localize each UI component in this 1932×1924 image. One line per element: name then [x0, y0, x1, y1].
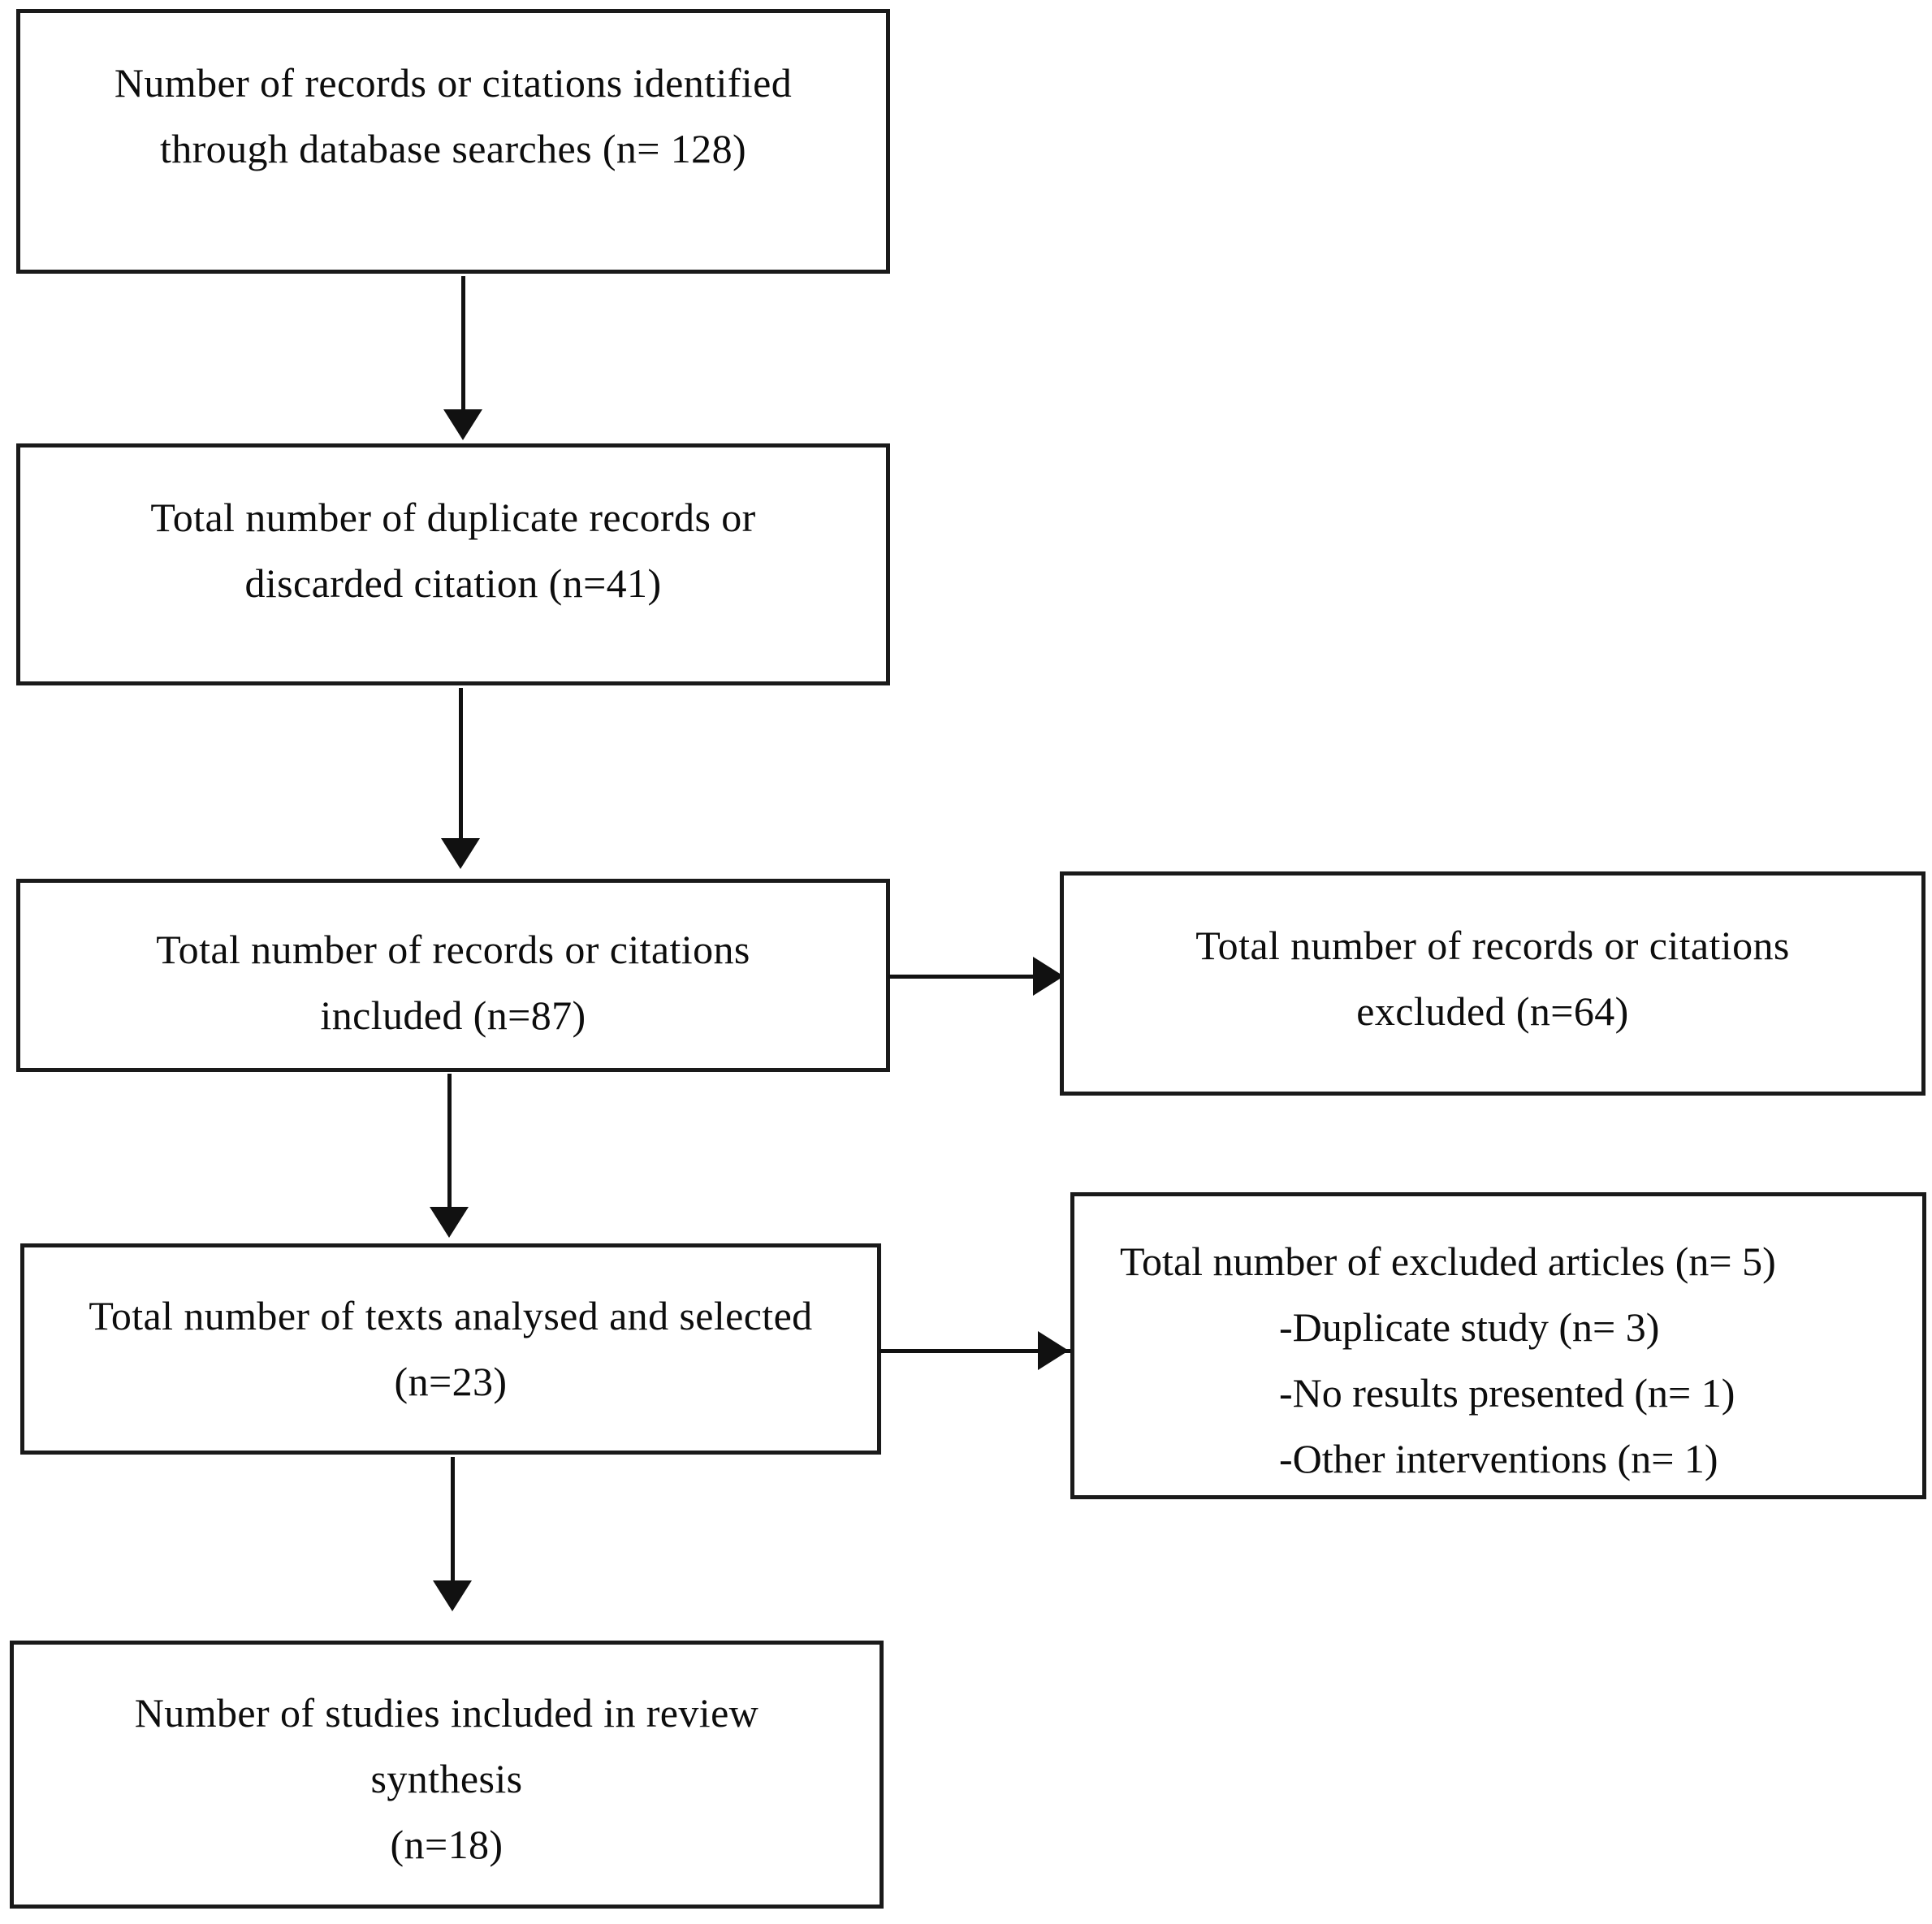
node-studies-in-synthesis-label: Number of studies included in review syn… — [134, 1690, 759, 1867]
node-articles-excluded-lead: Total number of excluded articles (n= 5) — [1120, 1239, 1776, 1284]
arrow-right-icon — [1033, 957, 1064, 996]
connector-included-to-excluded-records — [888, 975, 1069, 979]
node-records-identified-label: Number of records or citations identifie… — [114, 60, 793, 171]
node-studies-in-synthesis: Number of studies included in review syn… — [10, 1641, 884, 1909]
node-articles-excluded-body: Total number of excluded articles (n= 5)… — [1074, 1196, 1922, 1492]
connector-included-to-analysed — [447, 1074, 452, 1212]
arrow-down-icon — [443, 409, 482, 440]
node-articles-excluded: Total number of excluded articles (n= 5)… — [1070, 1192, 1926, 1499]
node-records-identified: Number of records or citations identifie… — [16, 9, 890, 274]
arrow-right-icon — [1038, 1331, 1069, 1370]
connector-analysed-to-excluded-articles — [880, 1349, 1074, 1353]
exclusion-reason-duplicate-study: -Duplicate study (n= 3) — [1279, 1304, 1660, 1350]
arrow-down-icon — [430, 1207, 469, 1238]
exclusion-reason-other-interventions: -Other interventions (n= 1) — [1279, 1436, 1718, 1481]
node-texts-analysed: Total number of texts analysed and selec… — [20, 1243, 881, 1455]
exclusion-reason-no-results: -No results presented (n= 1) — [1279, 1370, 1735, 1416]
arrow-down-icon — [441, 838, 480, 869]
arrow-down-icon — [433, 1580, 472, 1611]
connector-duplicates-to-included — [459, 688, 463, 842]
connector-analysed-to-synthesis — [451, 1457, 455, 1585]
node-records-included: Total number of records or citations inc… — [16, 879, 890, 1072]
node-records-excluded-label: Total number of records or citations exc… — [1195, 923, 1790, 1034]
node-texts-analysed-label: Total number of texts analysed and selec… — [89, 1293, 813, 1404]
node-duplicate-records: Total number of duplicate records or dis… — [16, 443, 890, 685]
node-duplicate-records-label: Total number of duplicate records or dis… — [150, 495, 756, 606]
node-records-excluded: Total number of records or citations exc… — [1060, 871, 1926, 1096]
connector-identified-to-duplicates — [461, 276, 465, 414]
node-records-included-label: Total number of records or citations inc… — [156, 927, 750, 1038]
